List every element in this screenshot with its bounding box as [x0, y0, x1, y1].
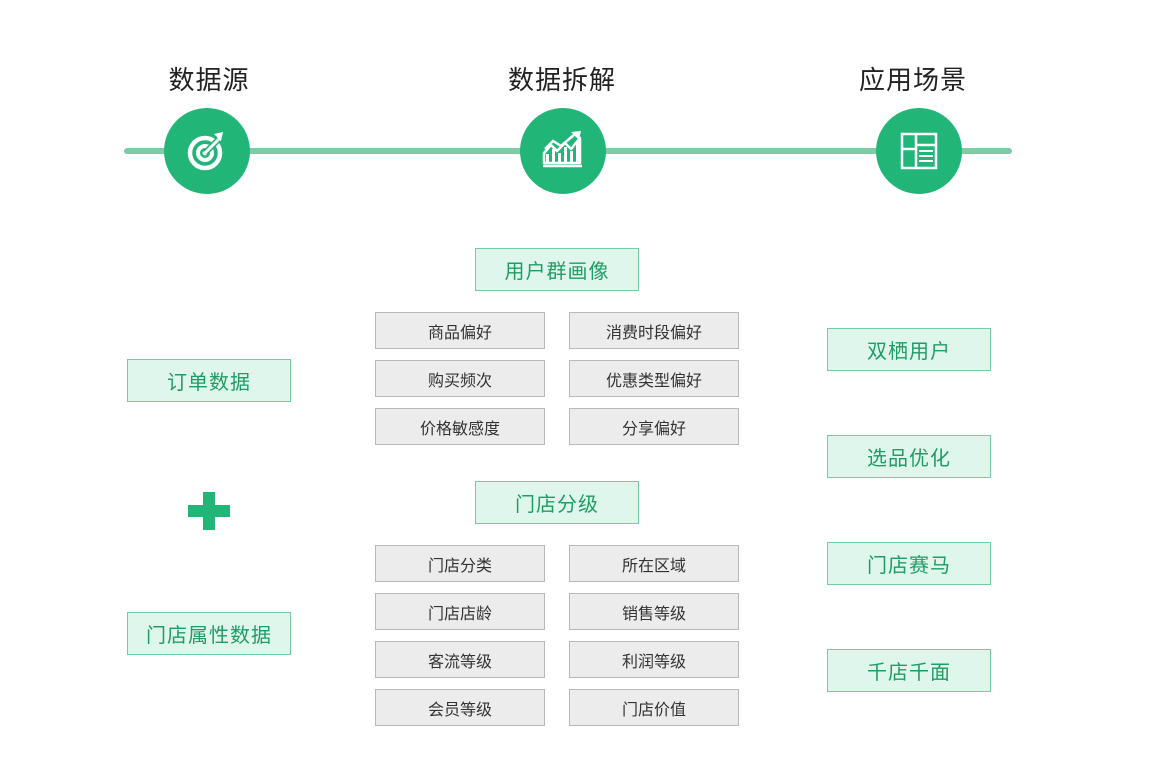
group-title-store-grading: 门店分级	[475, 481, 639, 524]
dimension-box: 利润等级	[569, 641, 739, 678]
plus-icon	[188, 492, 230, 530]
stage-title-scenarios: 应用场景	[858, 66, 967, 96]
stage-circle-data-breakdown	[520, 108, 606, 194]
dimension-box: 客流等级	[375, 641, 545, 678]
scenario-box: 千店千面	[827, 649, 991, 692]
dimension-box: 销售等级	[569, 593, 739, 630]
group-title-user-persona: 用户群画像	[475, 248, 639, 291]
dimension-box: 会员等级	[375, 689, 545, 726]
scenario-box: 选品优化	[827, 435, 991, 478]
dimension-box: 价格敏感度	[375, 408, 545, 445]
dimension-box: 分享偏好	[569, 408, 739, 445]
growth-chart-icon	[542, 131, 582, 168]
dimension-box: 门店价值	[569, 689, 739, 726]
scenario-box: 双栖用户	[827, 328, 991, 371]
dimension-box: 所在区域	[569, 545, 739, 582]
stage-circle-scenarios	[876, 108, 962, 194]
target-icon	[187, 132, 223, 171]
stage-circle-data-source	[164, 108, 250, 194]
dimension-box: 门店店龄	[375, 593, 545, 630]
layout-grid-icon	[900, 132, 938, 170]
stage-title-data-breakdown: 数据拆解	[507, 66, 616, 96]
dimension-box: 门店分类	[375, 545, 545, 582]
scenario-box: 门店赛马	[827, 542, 991, 585]
dimension-box: 消费时段偏好	[569, 312, 739, 349]
dimension-box: 商品偏好	[375, 312, 545, 349]
source-order-data: 订单数据	[127, 359, 291, 402]
dimension-box: 优惠类型偏好	[569, 360, 739, 397]
stage-title-data-source: 数据源	[168, 66, 250, 96]
dimension-box: 购买频次	[375, 360, 545, 397]
source-store-attribute-data: 门店属性数据	[127, 612, 291, 655]
